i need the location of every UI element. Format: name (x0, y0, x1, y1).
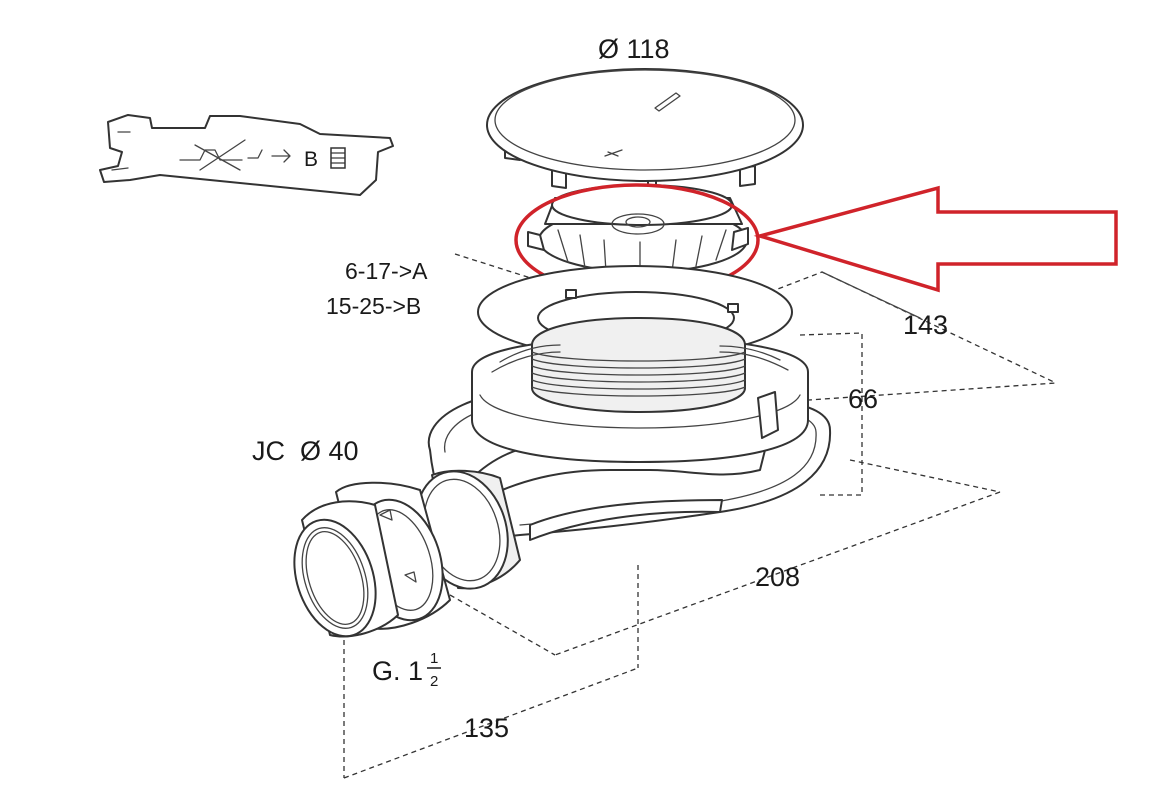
thread-denominator: 2 (430, 673, 438, 690)
dim-length-label: 208 (755, 562, 800, 592)
dim-outlet-label: 135 (464, 713, 509, 743)
outlet-diameter-label: JC Ø 40 (252, 436, 359, 466)
tool-letter: B (304, 148, 318, 171)
drain-insert (527, 184, 749, 273)
cover-diameter-label: Ø 118 (598, 34, 670, 64)
dim-width-label: 143 (903, 310, 948, 340)
dimension-lines (343, 253, 1057, 779)
dim-height-label: 66 (848, 384, 878, 414)
thread-size-label: G. 1 (372, 656, 423, 686)
thickness-a-label: 6-17->A (345, 258, 428, 284)
outlet-connector (293, 469, 521, 638)
trap-body (427, 317, 832, 541)
red-arrow-icon (753, 185, 1118, 293)
grate-cover (486, 68, 804, 197)
diagram-labels: Ø 118 6-17->A 15-25->B 143 66 JC Ø 40 20… (252, 34, 948, 743)
thickness-b-label: 15-25->B (326, 293, 421, 319)
thread-numerator: 1 (430, 650, 438, 667)
key-tool-icon: B (99, 114, 394, 196)
